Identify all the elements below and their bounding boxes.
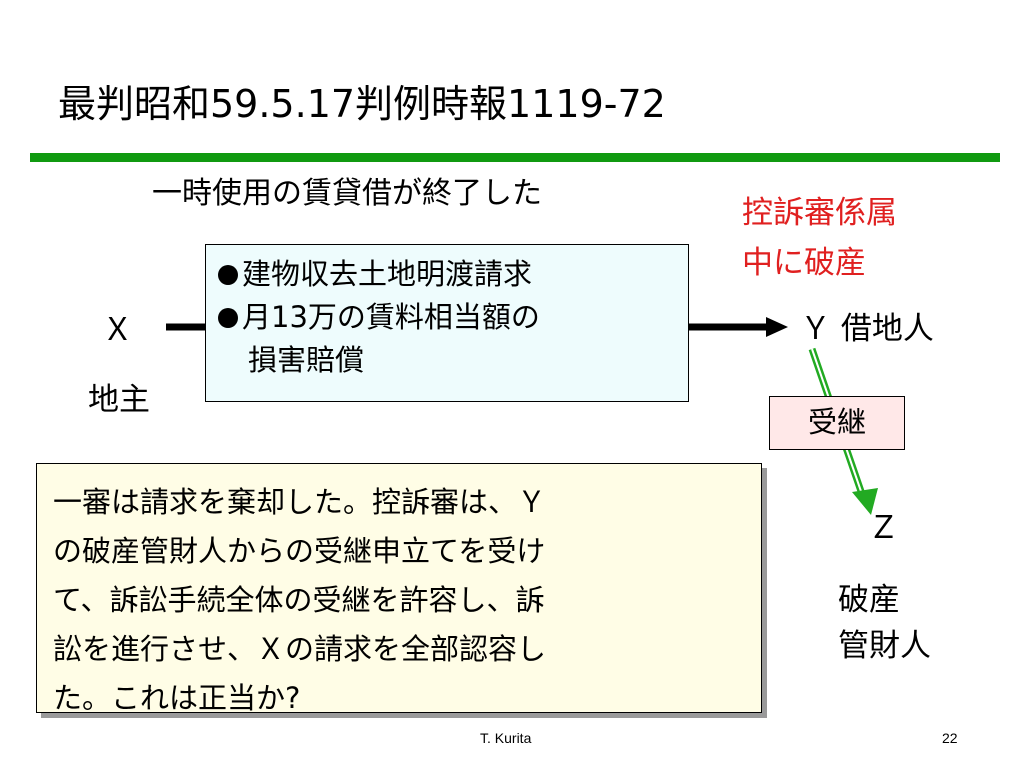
party-z-role: 破産 管財人 <box>838 577 931 669</box>
party-x-label: Ｘ <box>102 312 133 348</box>
succession-box: 受継 <box>769 396 905 450</box>
question-line: た。これは正当か? <box>53 681 301 715</box>
claim-item-continuation: 損害賠償 <box>248 343 365 377</box>
party-y-label: Ｙ 借地人 <box>800 311 934 347</box>
bullet-icon <box>218 265 238 285</box>
claim-arrow-head <box>766 317 788 337</box>
question-line: て、訴訟手続全体の受継を許容し、訴 <box>53 583 545 617</box>
question-line: の破産管財人からの受継申立てを受け <box>53 534 546 568</box>
subtitle: 一時使用の賃貸借が終了した <box>152 176 542 211</box>
party-z-role-line: 破産 <box>838 582 900 618</box>
party-z-role-line: 管財人 <box>838 628 931 664</box>
party-z-label: Ｚ <box>868 510 899 546</box>
page-number: 22 <box>942 730 958 746</box>
note-line: 控訴審係属 <box>742 195 897 231</box>
note-line: 中に破産 <box>742 245 866 281</box>
succession-arrow-head <box>852 488 878 515</box>
party-x-role: 地主 <box>88 382 150 418</box>
slide-title: 最判昭和59.5.17判例時報1119-72 <box>58 82 666 126</box>
claim-box: 建物収去土地明渡請求 月13万の賃料相当額の 損害賠償 <box>205 244 689 402</box>
title-rule <box>30 153 1000 162</box>
question-box: 一審は請求を棄却した。控訴審は、Ｙ の破産管財人からの受継申立てを受け て、訴訟… <box>36 463 762 715</box>
footer-author: T. Kurita <box>480 730 532 746</box>
claim-item: 建物収去土地明渡請求 <box>218 253 678 296</box>
claim-item: 月13万の賃料相当額の <box>218 296 678 339</box>
question-line: 訟を進行させ、Ｘの請求を全部認容し <box>53 632 547 666</box>
question-line: 一審は請求を棄却した。控訴審は、Ｙ <box>53 485 547 519</box>
bullet-icon <box>218 308 238 328</box>
bankruptcy-note: 控訴審係属 中に破産 <box>742 188 897 288</box>
